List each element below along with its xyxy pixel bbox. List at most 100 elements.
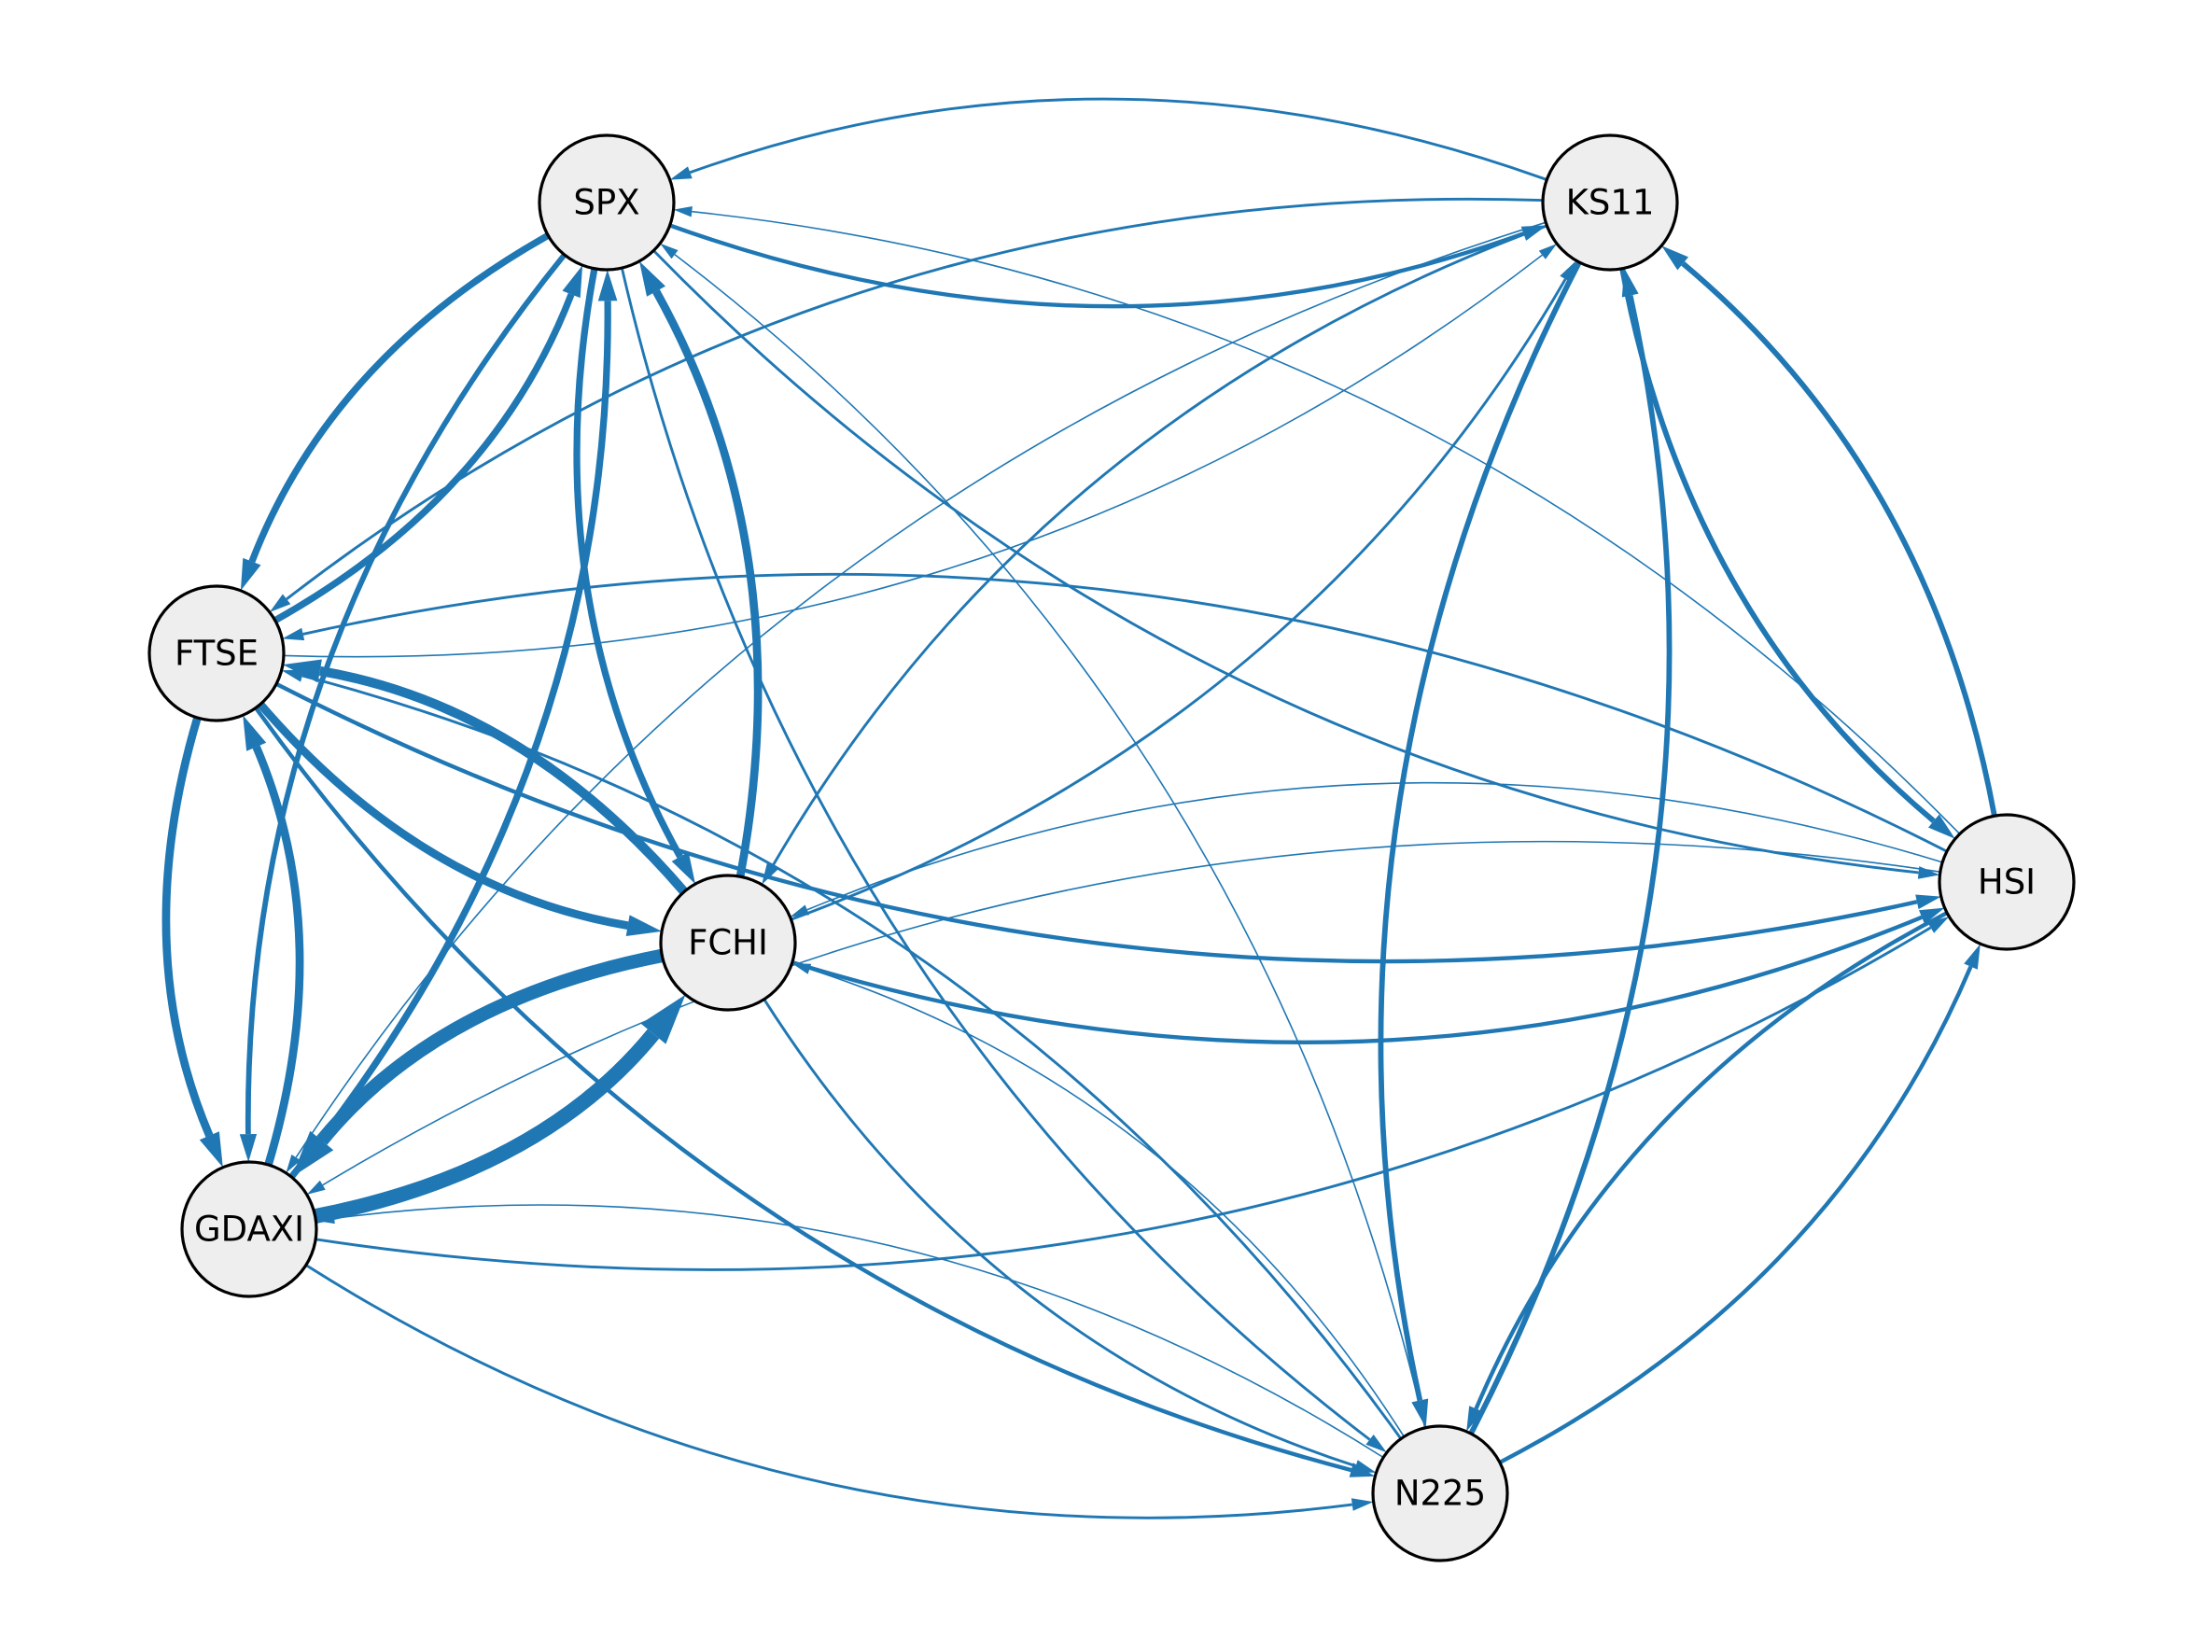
arrowhead-spx-to-n225 bbox=[1365, 1435, 1387, 1453]
arrowhead-n225-to-ftse bbox=[281, 669, 304, 682]
arrowhead-spx-to-gdaxi bbox=[239, 1134, 258, 1162]
edge-n225-to-gdaxi bbox=[333, 1204, 1384, 1459]
arrowhead-fchi-to-gdaxi bbox=[291, 1130, 334, 1178]
node-label-fchi: FCHI bbox=[688, 923, 768, 963]
edge-fchi-to-n225 bbox=[763, 998, 1357, 1468]
arrowhead-ftse-to-gdaxi bbox=[199, 1131, 223, 1168]
arrowhead-n225-to-spx bbox=[660, 243, 679, 259]
edge-gdaxi-to-fchi bbox=[314, 1029, 660, 1224]
arrowhead-hsi-to-spx bbox=[673, 206, 693, 217]
arrowhead-ks11-to-n225 bbox=[1411, 1398, 1429, 1428]
node-circle-gdaxi bbox=[180, 1160, 318, 1298]
edge-ftse-to-spx bbox=[273, 292, 575, 623]
edge-ftse-to-n225 bbox=[254, 707, 1352, 1473]
arrowhead-ftse-to-spx bbox=[562, 265, 583, 299]
node-circle-n225 bbox=[1371, 1424, 1509, 1562]
arrowhead-fchi-to-n225 bbox=[1353, 1460, 1377, 1473]
node-label-hsi: HSI bbox=[1978, 862, 2036, 903]
arrowhead-n225-to-fchi bbox=[791, 963, 812, 974]
node-spx: SPX bbox=[538, 133, 676, 272]
arrowhead-gdaxi-to-ftse bbox=[243, 715, 267, 751]
node-circle-spx bbox=[538, 133, 676, 272]
arrowhead-ftse-to-ks11 bbox=[1538, 244, 1558, 259]
node-label-n225: N225 bbox=[1394, 1474, 1486, 1514]
arrowhead-spx-to-fchi bbox=[671, 851, 695, 885]
node-fchi: FCHI bbox=[659, 874, 797, 1012]
arrowhead-ks11-to-ftse bbox=[269, 594, 291, 612]
edge-gdaxi-to-spx bbox=[288, 301, 611, 1180]
arrowhead-ks11-to-hsi bbox=[1928, 814, 1955, 839]
arrowhead-hsi-to-fchi bbox=[790, 904, 810, 917]
arrowhead-ftse-to-fchi bbox=[625, 915, 662, 936]
edge-hsi-to-n225 bbox=[1474, 911, 1949, 1410]
node-ftse: FTSE bbox=[147, 584, 286, 722]
node-circle-fchi bbox=[659, 874, 797, 1012]
node-n225: N225 bbox=[1371, 1424, 1509, 1562]
edges-layer bbox=[161, 97, 1997, 1519]
edge-hsi-to-gdaxi bbox=[322, 840, 1940, 1186]
edge-spx-to-fchi bbox=[573, 268, 683, 859]
edge-fchi-to-hsi bbox=[791, 915, 1923, 1045]
arrowhead-hsi-to-gdaxi bbox=[306, 1180, 326, 1195]
arrowhead-hsi-to-ftse bbox=[282, 627, 305, 641]
node-label-spx: SPX bbox=[573, 183, 639, 223]
edge-ks11-to-fchi bbox=[771, 224, 1547, 867]
node-circle-ftse bbox=[147, 584, 286, 722]
node-label-ftse: FTSE bbox=[175, 634, 259, 674]
edge-ks11-to-spx bbox=[689, 97, 1547, 181]
arrowhead-ks11-to-spx bbox=[669, 166, 693, 180]
edge-ks11-to-gdaxi bbox=[295, 221, 1547, 1158]
edge-ftse-to-fchi bbox=[257, 701, 629, 930]
edge-gdaxi-to-ftse bbox=[252, 745, 304, 1167]
node-ks11: KS11 bbox=[1541, 133, 1679, 272]
arrowhead-spx-to-ftse bbox=[240, 557, 261, 591]
node-hsi: HSI bbox=[1938, 813, 2076, 951]
arrowhead-hsi-to-n225 bbox=[1466, 1406, 1483, 1432]
node-gdaxi: GDAXI bbox=[180, 1160, 318, 1298]
arrowhead-ftse-to-hsi bbox=[1915, 894, 1941, 910]
edge-spx-to-ftse bbox=[248, 232, 550, 564]
edge-gdaxi-to-n225 bbox=[305, 1264, 1352, 1519]
arrowhead-ks11-to-gdaxi bbox=[286, 1155, 301, 1173]
arrowhead-gdaxi-to-spx bbox=[597, 270, 618, 301]
arrowhead-gdaxi-to-n225 bbox=[1351, 1498, 1374, 1511]
arrowhead-n225-to-gdaxi bbox=[315, 1212, 335, 1225]
edge-n225-to-ftse bbox=[301, 674, 1403, 1440]
edge-hsi-to-fchi bbox=[806, 781, 1943, 911]
node-label-ks11: KS11 bbox=[1566, 183, 1655, 223]
edge-fchi-to-gdaxi bbox=[316, 948, 664, 1145]
edge-n225-to-spx bbox=[674, 254, 1426, 1429]
arrowhead-spx-to-hsi bbox=[1917, 866, 1940, 879]
edge-ks11-to-n225 bbox=[1378, 260, 1582, 1402]
edge-fchi-to-ks11 bbox=[791, 278, 1567, 921]
edge-ftse-to-gdaxi bbox=[161, 716, 214, 1138]
edge-spx-to-hsi bbox=[652, 249, 1919, 875]
edge-spx-to-ks11 bbox=[668, 223, 1525, 309]
arrowhead-hsi-to-ks11 bbox=[1661, 245, 1688, 271]
edge-hsi-to-ks11 bbox=[1681, 261, 1997, 817]
arrowhead-ks11-to-fchi bbox=[762, 862, 778, 885]
node-circle-ks11 bbox=[1541, 133, 1679, 272]
edge-hsi-to-ftse bbox=[302, 572, 1948, 853]
edge-n225-to-ks11 bbox=[1468, 294, 1673, 1435]
edge-spx-to-n225 bbox=[620, 267, 1371, 1441]
arrowhead-fchi-to-spx bbox=[639, 260, 665, 297]
edge-ftse-to-ks11 bbox=[283, 254, 1543, 658]
node-circle-hsi bbox=[1938, 813, 2076, 951]
edge-hsi-to-spx bbox=[692, 210, 1961, 835]
arrowhead-n225-to-hsi bbox=[1964, 944, 1981, 970]
edge-ftse-to-hsi bbox=[275, 681, 1918, 964]
node-label-gdaxi: GDAXI bbox=[194, 1210, 304, 1250]
edge-n225-to-fchi bbox=[809, 968, 1405, 1437]
edge-n225-to-hsi bbox=[1498, 965, 1973, 1464]
edge-fchi-to-spx bbox=[652, 288, 763, 877]
arrowhead-gdaxi-to-fchi bbox=[640, 994, 686, 1044]
edge-ks11-to-ftse bbox=[286, 197, 1544, 601]
arrowhead-gdaxi-to-hsi bbox=[1927, 917, 1950, 933]
edge-gdaxi-to-hsi bbox=[315, 926, 1932, 1271]
arrowhead-fchi-to-hsi bbox=[1919, 907, 1945, 925]
arrowhead-n225-to-ks11 bbox=[1621, 268, 1639, 298]
